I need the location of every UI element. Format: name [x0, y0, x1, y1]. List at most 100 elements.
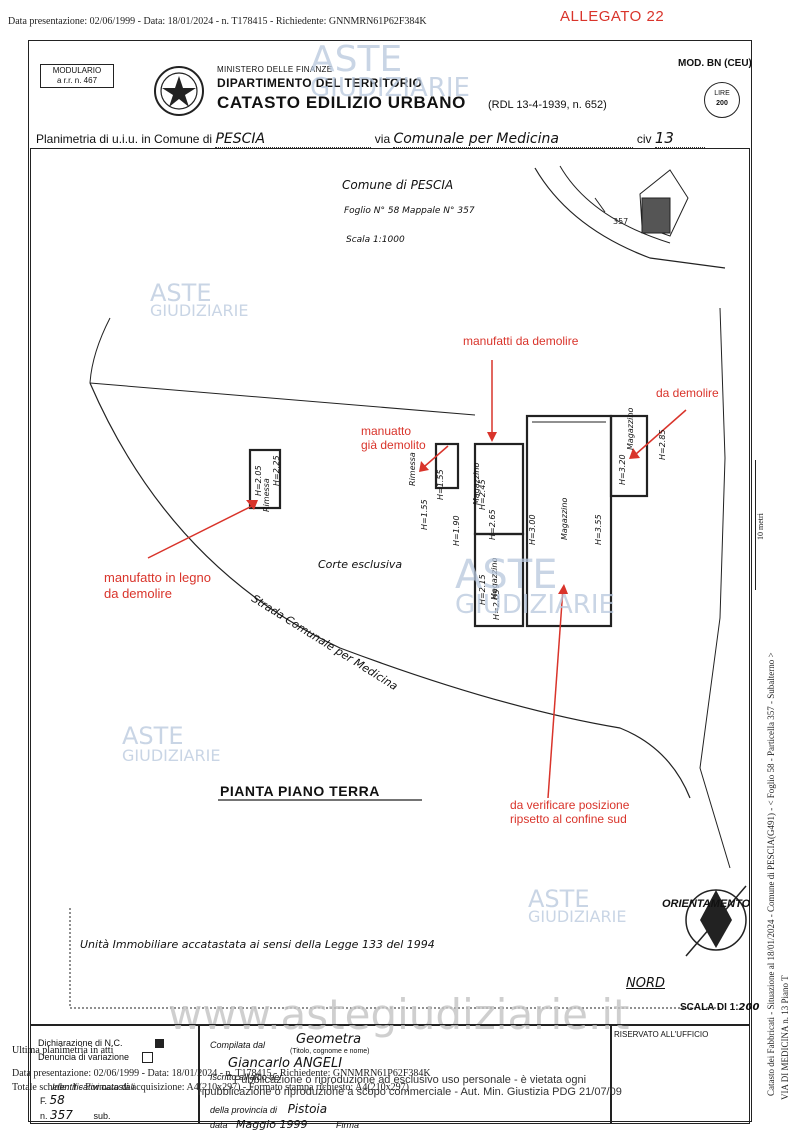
annotation-legno-line2: da demolire — [104, 586, 172, 601]
provincia-label: della provincia di — [210, 1105, 278, 1115]
ultima-line: Ultima planimetria in atti — [12, 1045, 114, 1056]
geometra-value: Geometra — [296, 1032, 362, 1047]
annotation-verificare: da verificare posizione ripsetto al conf… — [510, 798, 629, 826]
dichiarazione-checkbox[interactable] — [155, 1039, 165, 1049]
civ-value: 13 — [654, 129, 705, 148]
side-text-line1: Catasto dei Fabbricati - Situazione al 1… — [766, 652, 776, 1096]
room-label: Rimessa — [408, 452, 417, 486]
planimetria-prefix: Planimetria di u.i.u. in Comune di — [36, 132, 213, 146]
annotation-verificare-line2: ripsetto al confine sud — [510, 812, 627, 826]
via-value: Comunale per Medicina — [393, 131, 634, 148]
compilata-cell — [198, 1024, 612, 1124]
f-label: F. — [40, 1096, 48, 1106]
height-label: H=3.20 — [618, 454, 627, 485]
orientamento-label: ORIENTAMENTO — [662, 898, 751, 910]
watermark-giudiziarie-word: GIUDIZIARIE — [150, 301, 249, 320]
pianta-title: PIANTA PIANO TERRA — [220, 783, 380, 799]
provincia-value: Pistoia — [287, 1102, 328, 1116]
form-frame — [28, 40, 752, 1122]
department-label: DIPARTIMENTO DEL TERRITORIO — [217, 76, 423, 90]
denuncia-row: Denuncia di variazione — [38, 1052, 153, 1064]
dichiarazione-cell — [30, 1024, 200, 1124]
provincia-row: della provincia di Pistoia — [210, 1102, 327, 1116]
watermark-aste: ASTE GIUDIZIARIE — [455, 555, 615, 620]
watermark-giudiziarie-word: GIUDIZIARIE — [122, 746, 221, 765]
firma-label: Firma — [336, 1120, 360, 1130]
annotation-manuatto: manuatto già demolito — [361, 424, 426, 452]
nord-label: NORD — [626, 976, 665, 991]
svg-text:357: 357 — [613, 217, 628, 226]
dichiarazione-label: Dichiarazione di N.C. — [38, 1038, 123, 1048]
annotation-verificare-line1: da verificare posizione — [510, 798, 630, 812]
foglio-note: Foglio N° 58 Mappale N° 357 — [344, 206, 475, 216]
bottom-section — [30, 1024, 750, 1124]
footer-line-2: Totale schede: 1 - Formato di acquisizio… — [12, 1082, 409, 1093]
scala-note: Scala 1:1000 — [346, 235, 405, 245]
watermark-aste: ASTE GIUDIZIARIE — [122, 722, 221, 766]
catasto-title: CATASTO EDILIZIO URBANO — [217, 93, 466, 112]
annotation-manuatto-line2: già demolito — [361, 438, 426, 452]
height-label: H=1.90 — [452, 515, 461, 546]
submission-line: Data presentazione: 02/06/1999 - Data: 1… — [8, 16, 427, 27]
data-value: Maggio 1999 — [236, 1118, 308, 1131]
riservato-label: RISERVATO ALL'UFFICIO — [614, 1030, 709, 1039]
iscritto-label: Iscritto all'albo dei — [210, 1072, 282, 1082]
n-row: n. 357 sub. — [40, 1108, 110, 1122]
footer-line-1: Data presentazione: 02/06/1999 - Data: 1… — [12, 1068, 431, 1079]
annotation-manufatti: manufatti da demolire — [463, 334, 579, 348]
modulario-label: MODULARIO — [52, 66, 102, 75]
height-label: H=2.05 — [254, 465, 263, 496]
scala-label: SCALA DI 1: — [680, 1002, 739, 1013]
foglio-row: F. 58 — [40, 1093, 65, 1107]
publication-line-2: ripubblicazione o riproduzione a scopo c… — [198, 1086, 622, 1098]
unita-note: Unità Immobiliare accatastata ai sensi d… — [80, 938, 435, 951]
modulario-code: a r.r. n. 467 — [56, 76, 98, 85]
dichiarazione-row: Dichiarazione di N.C. — [38, 1038, 165, 1049]
identificativi-label: Identificativi catastali — [52, 1082, 135, 1092]
annotation-da-demolire: da demolire — [656, 386, 719, 400]
nome-value: Giancarlo ANGELI — [228, 1056, 343, 1071]
denuncia-checkbox[interactable] — [141, 1052, 153, 1064]
annotation-legno-line1: manufatto in legno — [104, 570, 211, 585]
n-label: n. — [40, 1111, 48, 1121]
watermark-aste: ASTE GIUDIZIARIE — [310, 42, 470, 103]
lire-label: LIRE — [714, 90, 730, 97]
n-value: 357 — [50, 1108, 73, 1122]
height-label: H=3.55 — [594, 514, 603, 545]
ministry-label: MINISTERO DELLE FINANZE — [217, 65, 333, 74]
annotation-legno: manufatto in legno da demolire — [104, 570, 211, 602]
height-label: H=1.55 — [436, 469, 445, 500]
side-text-line2: VIA DI MEDICINA n. 13 Piano T — [780, 975, 790, 1100]
watermark-giudiziarie-word: GIUDIZIARIE — [455, 590, 615, 620]
annotation-manuatto-line1: manuatto — [361, 424, 412, 438]
room-label: Rimessa — [262, 478, 271, 512]
comune-value: PESCIA — [215, 131, 372, 148]
planimetria-line: Planimetria di u.i.u. in Comune di PESCI… — [36, 129, 705, 148]
emblem-icon — [154, 66, 204, 116]
watermark-aste-word: ASTE — [122, 722, 184, 750]
height-label: H=1.55 — [420, 499, 429, 530]
corte-label: Corte esclusiva — [318, 558, 403, 571]
height-label: H=3.00 — [528, 514, 537, 545]
height-label: H=2.45 — [478, 479, 487, 510]
watermark-giudiziarie-word: GIUDIZIARIE — [528, 907, 627, 926]
via-label: via — [374, 132, 391, 146]
rdl-label: (RDL 13-4-1939, n. 652) — [488, 99, 607, 111]
denuncia-label: Denuncia di variazione — [38, 1052, 130, 1062]
lire-value: 200 — [716, 100, 728, 107]
watermark-aste: ASTE GIUDIZIARIE — [150, 281, 249, 320]
titolo-label: (Titolo, cognome e nome) — [290, 1048, 370, 1055]
data-row: data Maggio 1999 Firma — [210, 1118, 359, 1131]
compilata-label: Compilata dal — [210, 1040, 266, 1050]
watermark-giudiziarie-word: GIUDIZIARIE — [310, 73, 470, 103]
sub-label: sub. — [93, 1111, 111, 1121]
height-label: H=2.25 — [272, 455, 281, 486]
modulario-box: MODULARIO a r.r. n. 467 — [40, 64, 114, 88]
side-metri: 10 metri — [756, 513, 765, 540]
scale-bar — [755, 460, 756, 590]
watermark-aste-word: ASTE — [528, 885, 590, 913]
watermark-aste: ASTE GIUDIZIARIE — [528, 885, 627, 926]
room-label: Magazzino — [626, 407, 635, 450]
lire-stamp: LIRE 200 — [704, 82, 740, 118]
plan-drawing: 357 — [69, 165, 747, 1009]
